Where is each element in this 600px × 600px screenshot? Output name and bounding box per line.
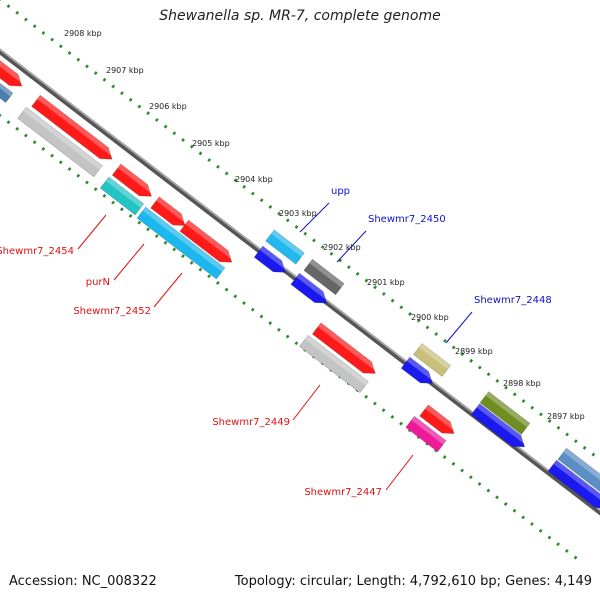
- label-leader-line: [385, 454, 414, 491]
- gene-label[interactable]: Shewmr7_2452: [73, 306, 151, 317]
- tick-label: 2908 kbp: [64, 29, 102, 38]
- gene-feature[interactable]: [0, 55, 26, 91]
- tick-label: 2905 kbp: [192, 139, 230, 148]
- label-leader-line: [336, 230, 367, 263]
- tick-label: 2903 kbp: [279, 209, 317, 218]
- tick-label: 2897 kbp: [547, 412, 585, 421]
- gene-label[interactable]: Shewmr7_2449: [212, 417, 290, 428]
- gene-feature[interactable]: [17, 106, 103, 178]
- gene-feature[interactable]: [136, 206, 226, 280]
- label-leader-line: [299, 202, 330, 233]
- gene-label[interactable]: Shewmr7_2448: [474, 295, 552, 306]
- gene-feature[interactable]: [0, 82, 14, 104]
- gene-feature[interactable]: [479, 391, 531, 435]
- gene-feature[interactable]: [265, 229, 305, 265]
- genome-summary-text: Topology: circular; Length: 4,792,610 bp…: [234, 574, 592, 589]
- tick-ring-outer: [0, 0, 600, 462]
- gene-feature[interactable]: [31, 94, 117, 165]
- label-leader-line: [292, 384, 321, 421]
- label-leader-line: [77, 214, 107, 250]
- gene-feature[interactable]: [150, 196, 190, 231]
- gene-features: [0, 55, 600, 514]
- gene-label[interactable]: upp: [331, 186, 350, 197]
- label-leader-line: [113, 243, 145, 281]
- gene-feature[interactable]: [253, 245, 289, 278]
- gene-feature[interactable]: [547, 459, 600, 514]
- gene-feature[interactable]: [400, 356, 436, 389]
- tick-label: 2898 kbp: [503, 379, 541, 388]
- tick-labels: 2908 kbp 2907 kbp 2906 kbp 2905 kbp 2904 kbp…: [64, 29, 585, 421]
- gene-feature[interactable]: [413, 343, 451, 377]
- gene-feature[interactable]: [405, 415, 447, 453]
- gene-feature[interactable]: [111, 163, 155, 202]
- gene-feature[interactable]: [470, 403, 529, 453]
- tick-label: 2906 kbp: [149, 102, 187, 111]
- tick-label: 2901 kbp: [367, 278, 405, 287]
- gene-label[interactable]: Shewmr7_2447: [304, 487, 382, 498]
- gene-label[interactable]: purN: [86, 277, 110, 288]
- gene-label[interactable]: Shewmr7_2450: [368, 214, 446, 225]
- label-leader-line: [153, 272, 183, 308]
- tick-label: 2900 kbp: [411, 313, 449, 322]
- tick-label: 2902 kbp: [323, 243, 361, 252]
- gene-feature[interactable]: [179, 219, 236, 268]
- gene-feature[interactable]: [99, 176, 145, 216]
- gene-feature[interactable]: [299, 334, 369, 394]
- tick-ring-inner: [0, 113, 581, 563]
- gene-feature[interactable]: [290, 272, 331, 308]
- page-title: Shewanella sp. MR-7, complete genome: [159, 8, 441, 24]
- label-leader-line: [445, 311, 473, 344]
- tick-label: 2904 kbp: [235, 175, 273, 184]
- tick-label: 2907 kbp: [106, 66, 144, 75]
- gene-feature[interactable]: [311, 322, 379, 379]
- gene-feature[interactable]: [557, 447, 600, 497]
- tick-dot-rings: [0, 0, 600, 563]
- gene-label[interactable]: Shewmr7_2454: [0, 246, 74, 257]
- gene-feature[interactable]: [419, 404, 459, 439]
- gene-feature[interactable]: [303, 258, 345, 296]
- tick-label: 2899 kbp: [455, 347, 493, 356]
- accession-text: Accession: NC_008322: [9, 574, 157, 589]
